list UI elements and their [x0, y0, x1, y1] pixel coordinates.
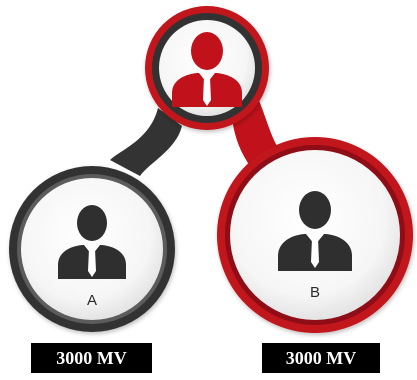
person-icon [58, 205, 126, 279]
person-icon-head [77, 205, 107, 241]
person-icon-tie [311, 238, 319, 268]
connector-top-to-a [110, 108, 182, 176]
person-icon-tie [203, 77, 211, 106]
person-icon-head [299, 191, 331, 229]
value-badge-a: 3000 MV [31, 343, 152, 373]
node-a-label: A [87, 292, 97, 309]
person-icon-tie [88, 249, 96, 277]
person-icon [172, 32, 242, 107]
person-icon-head [191, 32, 223, 70]
person-icon [278, 191, 352, 271]
value-badge-b: 3000 MV [262, 343, 380, 373]
node-b-label: B [310, 284, 320, 301]
